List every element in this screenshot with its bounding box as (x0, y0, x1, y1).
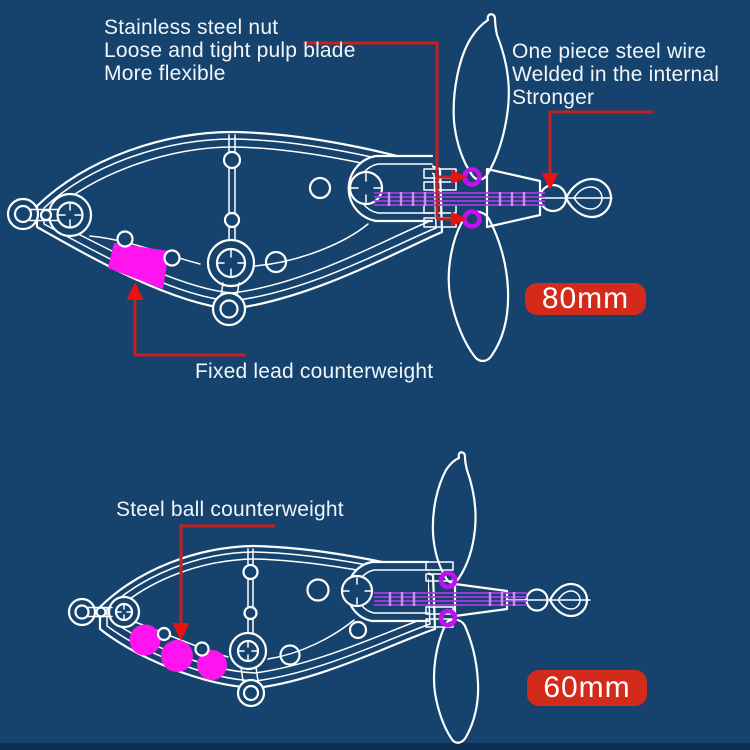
callout-line: Stainless steel nut (104, 16, 279, 39)
tail-eyelet (548, 582, 589, 618)
arrow-right-icon (451, 211, 467, 227)
arrow-down-icon (541, 173, 559, 190)
tail-eyelet (564, 177, 613, 219)
propeller-blade-lower (432, 618, 480, 744)
arrow-up-icon (126, 282, 144, 300)
nose-eyelet (6, 192, 93, 238)
belly-hook-hanger (206, 238, 256, 327)
callout-line: More flexible (104, 62, 226, 85)
steel-wire-callout-line (541, 110, 653, 190)
callout-steel-wire: One piece steel wire Welded in the inter… (512, 40, 719, 109)
callout-line: Stronger (512, 86, 595, 109)
size-badge-80mm: 80mm (525, 282, 646, 315)
nut-highlights (438, 570, 458, 628)
propeller-hub (453, 582, 591, 618)
belly-beads (116, 230, 181, 267)
tail-mechanism (340, 560, 454, 628)
callout-line: Loose and tight pulp blade (104, 39, 356, 62)
size-badge-60mm: 60mm (527, 670, 647, 706)
callout-nut-blade: Stainless steel nut Loose and tight pulp… (104, 16, 356, 85)
callout-line: Welded in the internal (512, 63, 720, 86)
nose-eyelet (67, 595, 141, 629)
ball-counterweight-callout-line (172, 524, 275, 641)
propeller-blades (431, 451, 480, 744)
propeller-blades (447, 13, 510, 362)
callout-ball-counterweight: Steel ball counterweight (116, 498, 344, 521)
steel-ball (129, 624, 161, 656)
nut-highlights (462, 167, 482, 229)
bottom-lure-60mm-diagram (67, 451, 591, 744)
nut-blade-callout-line (303, 41, 467, 227)
propeller-blade-upper (452, 13, 510, 181)
lead-counterweight-highlight (108, 243, 169, 289)
propeller-hub (485, 167, 613, 229)
annotation-arrows (126, 41, 653, 641)
arrow-down-icon (172, 623, 190, 641)
body-detail-circles (279, 578, 368, 666)
body-outline (35, 130, 444, 311)
lead-counterweight-callout-line (126, 282, 246, 357)
nut-icon (438, 608, 458, 628)
propeller-blade-lower (447, 210, 510, 362)
steel-ball-highlights (129, 624, 227, 680)
steel-wire (374, 192, 545, 206)
belly-beads (156, 626, 210, 657)
belly-hook-hanger (228, 631, 268, 708)
propeller-blade-upper (431, 451, 477, 584)
body-detail-circles (264, 176, 332, 274)
bottom-strip (0, 743, 750, 750)
inner-strut (242, 548, 259, 635)
callout-lead-counterweight: Fixed lead counterweight (195, 360, 434, 383)
nut-icon (438, 570, 458, 590)
top-lure-80mm-diagram (6, 13, 613, 362)
callout-line: One piece steel wire (512, 40, 707, 63)
arrow-right-icon (451, 169, 467, 185)
steel-wire (374, 592, 527, 606)
inner-strut (222, 134, 242, 242)
steel-ball (161, 640, 193, 672)
steel-ball (197, 650, 227, 680)
